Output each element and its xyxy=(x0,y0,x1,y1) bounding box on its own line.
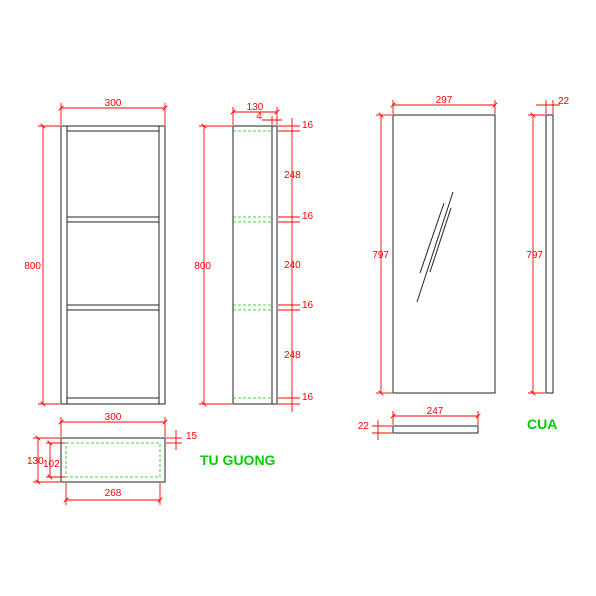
cabinet-side-width-text: 130 xyxy=(247,102,264,113)
cabinet-side-chain-dimension: 16 248 16 240 16 248 16 xyxy=(278,118,314,412)
door-side-height-dimension: 797 xyxy=(526,115,545,393)
cabinet-side-height-dimension: 800 xyxy=(194,126,232,404)
door-side-height-text: 797 xyxy=(526,250,543,261)
cabinet-side-back-text: 4 xyxy=(256,111,262,122)
cabinet-side-width-dimension: 130 4 xyxy=(233,102,282,125)
cabinet-front-width-dimension: 300 xyxy=(61,98,165,125)
door-plan-view xyxy=(392,425,479,434)
door-side-thickness-text: 22 xyxy=(558,96,570,107)
cabinet-label: TU GUONG xyxy=(200,452,276,468)
door-plan-thickness-dimension: 22 xyxy=(358,420,392,440)
glass-reflection-icon xyxy=(416,191,454,303)
cabinet-plan-depth-text: 130 xyxy=(27,456,44,467)
cabinet-plan-width-dimension: 300 xyxy=(61,412,165,437)
door-front-width-dimension: 297 xyxy=(393,95,495,114)
door-plan-width-dimension: 247 xyxy=(393,406,478,425)
cabinet-side-shelf2-text: 16 xyxy=(302,300,314,311)
door-side-view xyxy=(545,114,554,394)
cabinet-front-height-text: 800 xyxy=(24,261,41,272)
cabinet-front-height-dimension: 800 xyxy=(24,126,60,404)
cabinet-front-view xyxy=(60,125,166,405)
door-front-height-text: 797 xyxy=(372,250,389,261)
cabinet-side-height-text: 800 xyxy=(194,261,211,272)
cabinet-plan-width-text: 300 xyxy=(105,412,122,423)
door-front-width-text: 297 xyxy=(436,95,453,106)
door-label: CUA xyxy=(527,416,557,432)
door-side-thickness-dimension: 22 xyxy=(536,96,570,114)
cabinet-side-bottom-text: 16 xyxy=(302,392,314,403)
cabinet-side-view xyxy=(232,125,278,405)
cabinet-plan-inner-width-text: 268 xyxy=(105,488,122,499)
cabinet-side-top-text: 16 xyxy=(302,120,314,131)
cabinet-plan-inner-width-dimension: 268 xyxy=(66,483,160,505)
cabinet-side-shelf1-text: 16 xyxy=(302,211,314,222)
door-front-view xyxy=(392,114,496,394)
cabinet-plan-panel-dimension: 15 xyxy=(166,430,198,450)
cabinet-front-width-text: 300 xyxy=(105,98,122,109)
cabinet-side-gap3-text: 248 xyxy=(284,350,301,361)
cabinet-side-gap2-text: 240 xyxy=(284,260,301,271)
cabinet-plan-panel-text: 15 xyxy=(186,431,198,442)
cabinet-plan-depth-dimension: 130 102 xyxy=(27,438,65,482)
cabinet-plan-inner-depth-text: 102 xyxy=(43,459,60,470)
door-plan-width-text: 247 xyxy=(427,406,444,417)
door-front-height-dimension: 797 xyxy=(372,115,392,393)
cabinet-plan-view xyxy=(60,437,166,483)
door-plan-thickness-text: 22 xyxy=(358,421,370,432)
cabinet-side-gap1-text: 248 xyxy=(284,170,301,181)
